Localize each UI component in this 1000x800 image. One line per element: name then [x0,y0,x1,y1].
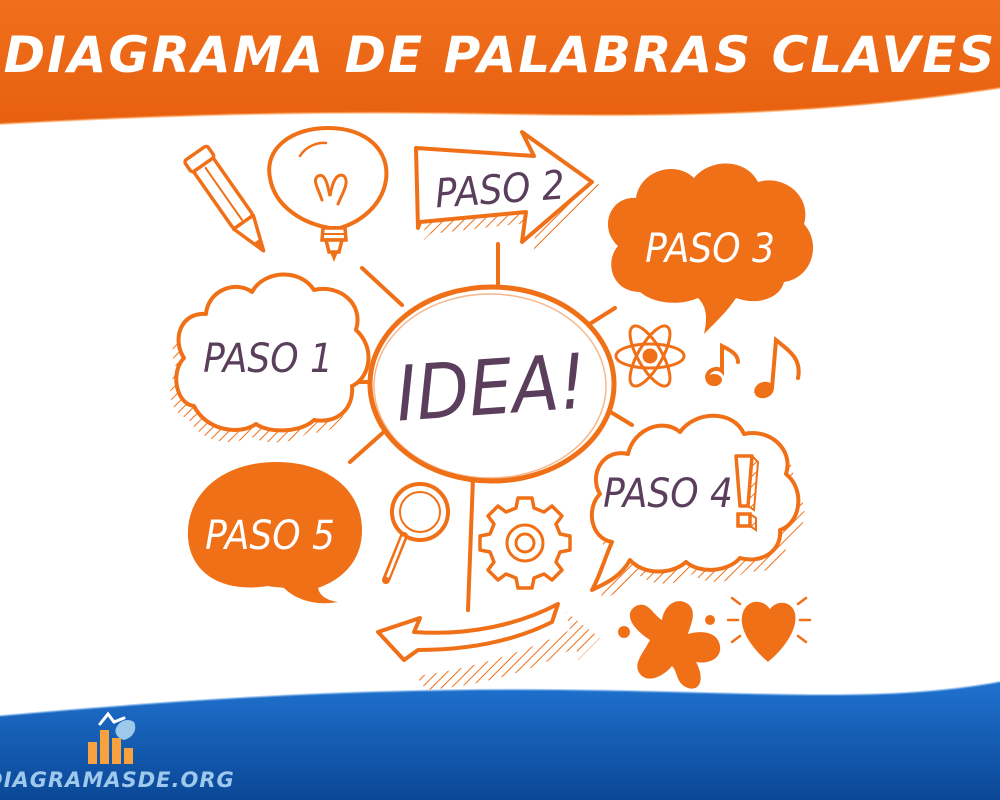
step-4-cloud: PASO 4 [590,413,805,602]
step-2-arrow: PASO 2 [414,130,604,250]
step-3-label: PASO 3 [645,226,775,272]
exclamation-icon [734,454,760,532]
center-idea-node: IDEA! [367,284,617,484]
pencil-icon [183,144,266,253]
music-note-icon [705,342,740,386]
header-banner: DIAGRAMA DE PALABRAS CLAVES [0,0,1000,125]
site-url: DIAGRAMASDE.ORG [0,768,235,792]
music-note-icon [754,336,801,399]
splat-shape [618,601,721,689]
step-3-cloud: PASO 3 [607,163,814,334]
step-5-bubble: PASO 5 [187,462,362,604]
site-logo-icon [88,711,136,764]
step-1-cloud: PASO 1 [170,272,371,443]
step-2-label: PASO 2 [434,163,567,218]
page-title: DIAGRAMA DE PALABRAS CLAVES [4,26,997,84]
magnifying-glass-icon [382,482,450,584]
step-1-label: PASO 1 [203,336,333,382]
gear-icon [478,496,572,590]
center-idea-label: IDEA! [393,337,589,439]
step-4-label: PASO 4 [603,471,733,517]
lightbulb-icon [267,125,389,262]
atom-icon [614,324,686,388]
footer-band [0,681,1000,800]
heart-icon [726,596,812,662]
curved-arrow-icon [376,602,600,704]
step-5-label: PASO 5 [205,513,335,559]
